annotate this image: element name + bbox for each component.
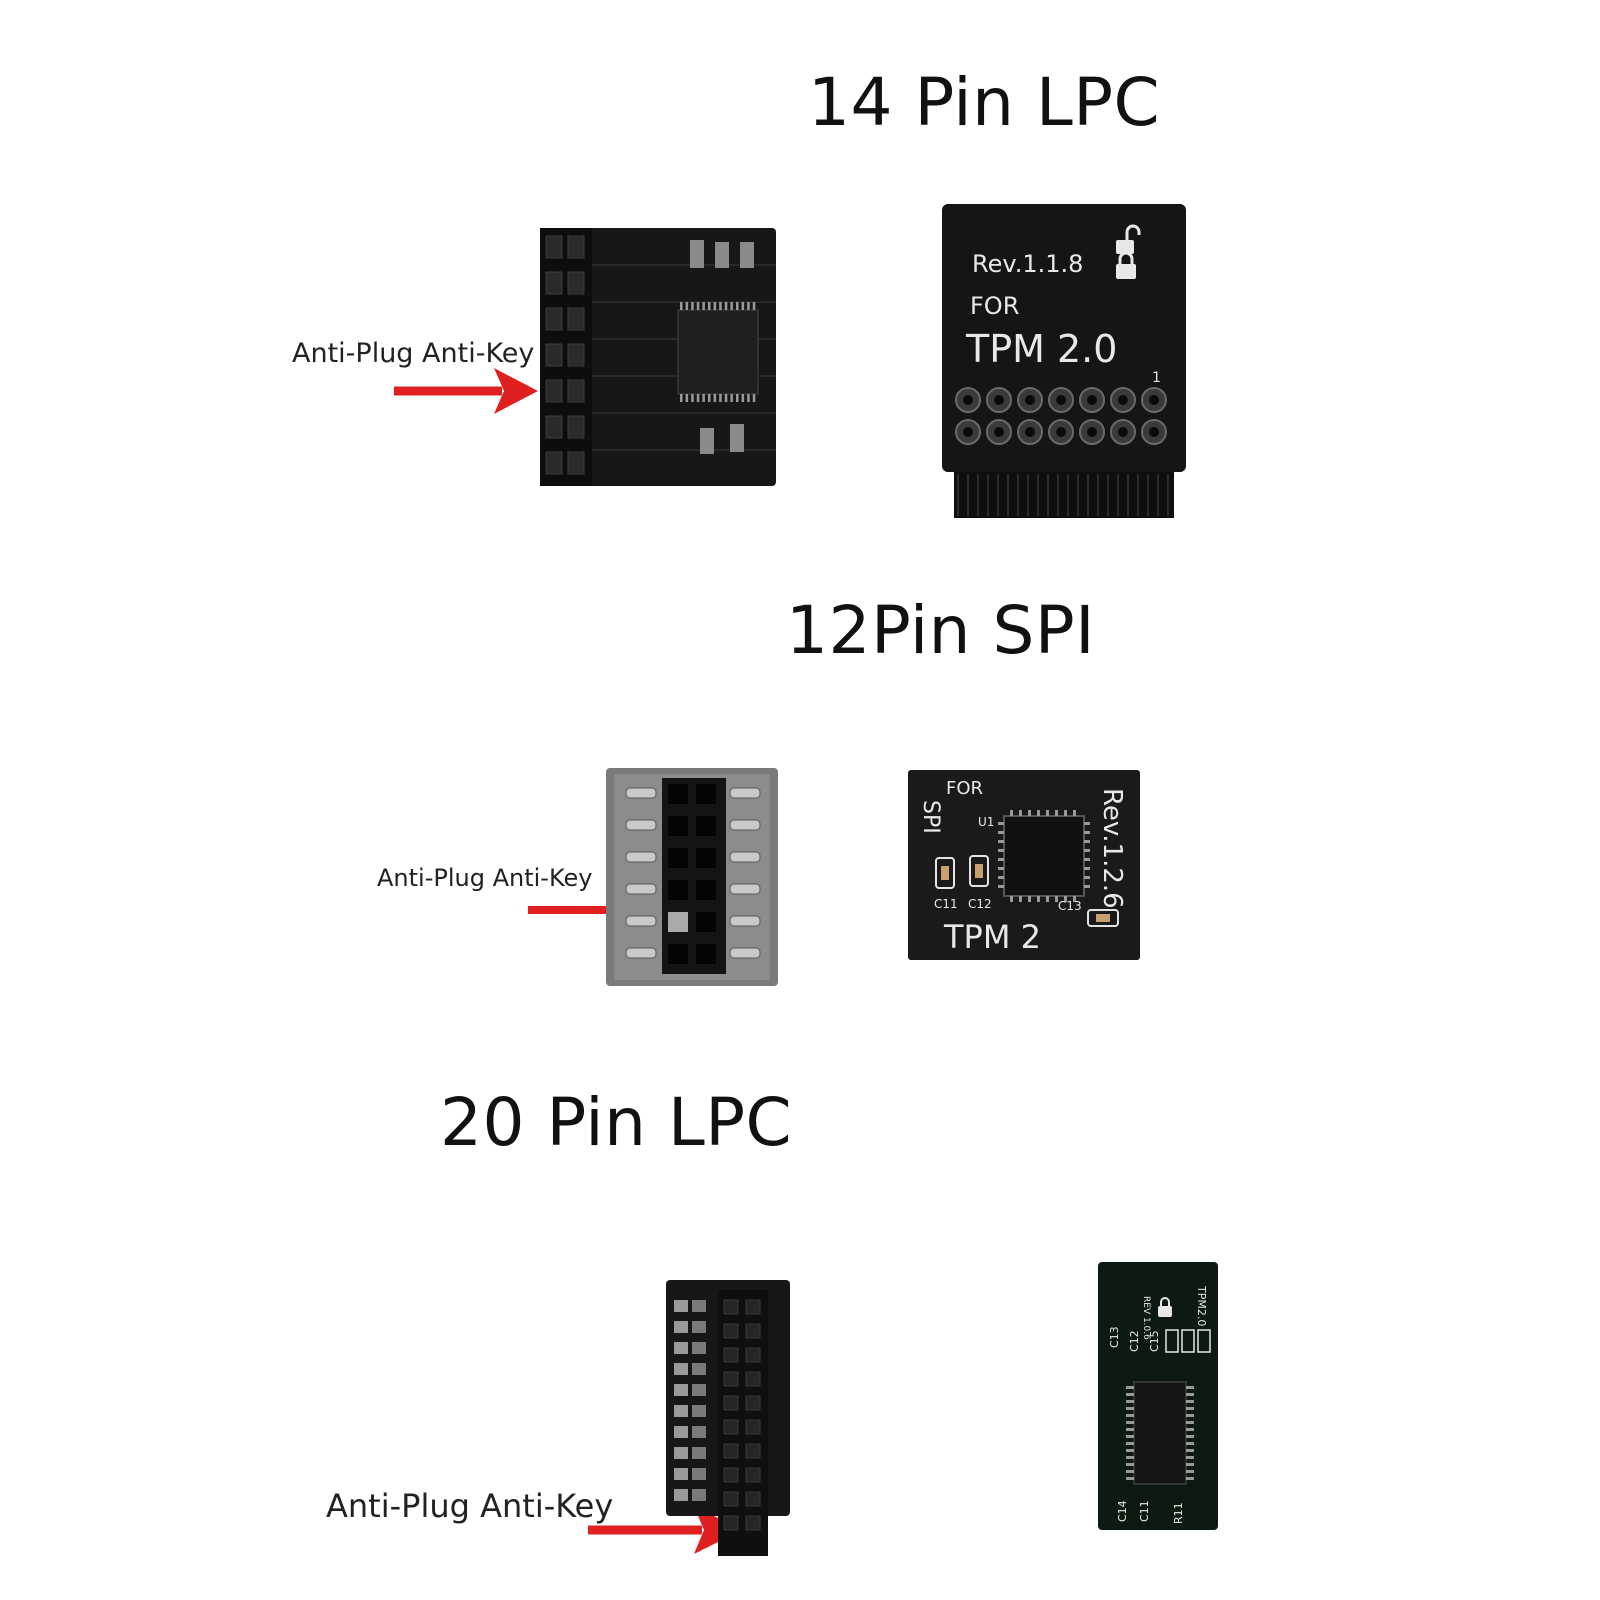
tpm-chip	[1133, 1381, 1187, 1485]
tpm-chip	[1003, 815, 1085, 897]
tpm-label: TPM 2	[943, 918, 1041, 956]
section-title-12pin-spi: 12Pin SPI	[786, 592, 1096, 669]
anti-key-callout-label: Anti-Plug Anti-Key	[292, 338, 535, 369]
c13-label: C13	[1108, 1326, 1121, 1348]
pin1-label: 1	[1152, 370, 1161, 386]
c12-label: C12	[968, 897, 992, 911]
lock-icon	[1158, 1297, 1172, 1317]
c14-label: C14	[1116, 1500, 1129, 1522]
rev-label: REV 1.0.6	[1141, 1296, 1151, 1340]
section-title-14pin-lpc: 14 Pin LPC	[808, 64, 1161, 141]
rev-label: Rev.1.1.8	[972, 250, 1083, 278]
tpm20-20pin-board: TPM2.0 REV 1.0.6 C13 C12 C15 C14 C11 R11	[1098, 1262, 1218, 1530]
anti-key-callout-label: Anti-Plug Anti-Key	[326, 1487, 614, 1525]
rev-label: Rev.1.2.6	[1097, 788, 1127, 909]
tpm20-14pin-board: Rev.1.1.8 FOR TPM 2.0 1	[942, 204, 1186, 518]
for-label: FOR	[970, 292, 1019, 320]
lock-icon	[1116, 251, 1136, 279]
lpc14-connector-side-view	[540, 228, 776, 486]
tpm-label: TPM2.0	[1195, 1285, 1208, 1326]
tpm2-spi-board: FOR SPI Rev.1.2.6 U1 C11 C12 C13 TPM 2	[908, 770, 1140, 960]
c11-label: C11	[934, 897, 958, 911]
spi-label: SPI	[918, 800, 943, 834]
unlock-icon	[1116, 224, 1141, 254]
r11-label: R11	[1172, 1502, 1185, 1524]
u1-label: U1	[978, 815, 994, 829]
c11-label: C11	[1138, 1500, 1151, 1522]
capacitor-pads	[935, 855, 1119, 927]
c15-label: C15	[1148, 1330, 1161, 1352]
anti-key-callout-label: Anti-Plug Anti-Key	[377, 864, 593, 892]
lpc20-connector-side-view	[666, 1280, 790, 1556]
section-title-20pin-lpc: 20 Pin LPC	[440, 1084, 793, 1161]
red-arrow-icon	[394, 368, 538, 414]
c13-label: C13	[1058, 899, 1082, 913]
c12-label: C12	[1128, 1330, 1141, 1352]
for-label: FOR	[946, 778, 983, 799]
spi12-connector-side-view	[606, 768, 778, 986]
tpm-label: TPM 2.0	[965, 327, 1117, 371]
